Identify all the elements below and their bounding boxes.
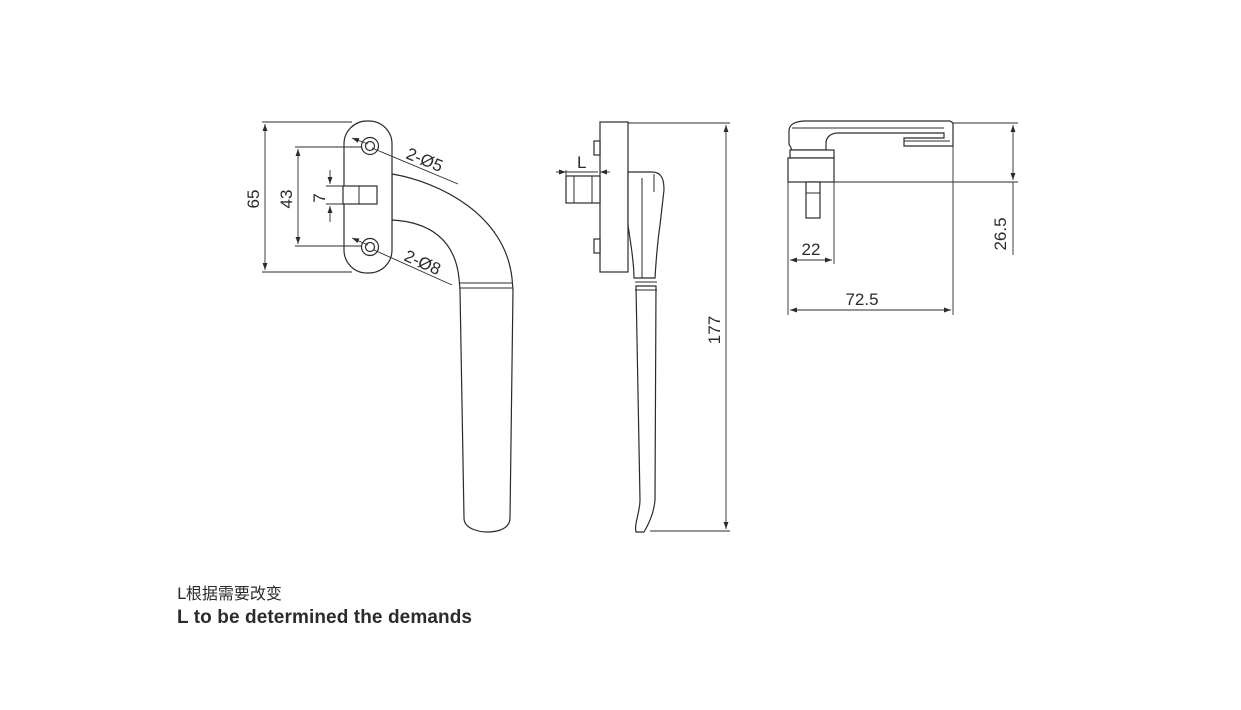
front-spindle	[342, 185, 378, 205]
dim-label-handle-length: 177	[705, 316, 724, 344]
side-spindle	[565, 175, 601, 204]
front-handle-lever	[391, 173, 514, 533]
note-chinese: L根据需要改变	[177, 584, 282, 603]
front-view: 65 43 7 2-Ø5 2-Ø8	[244, 120, 514, 533]
dim-label-large-holes: 2-Ø8	[401, 246, 443, 279]
top-base	[787, 157, 835, 183]
dim-label-overall-height: 65	[244, 190, 263, 209]
top-spindle	[805, 181, 821, 219]
dim-label-spindle-width: 7	[310, 193, 329, 202]
dim-label-top-offset: 22	[802, 240, 821, 259]
note-english: L to be determined the demands	[177, 607, 473, 628]
top-rose	[789, 149, 835, 159]
side-backplate	[599, 121, 629, 273]
top-lever-body	[788, 120, 954, 151]
side-lever-neck	[627, 171, 665, 279]
dim-label-spindle-length: L	[577, 153, 586, 172]
dim-label-top-width: 72.5	[845, 290, 878, 309]
front-hole-top-inner	[364, 140, 376, 152]
top-view: 26.5 22 72.5	[787, 120, 1018, 315]
front-hole-bottom-inner	[364, 241, 376, 253]
side-lug-bottom	[593, 238, 601, 254]
notes-block: L根据需要改变 L to be determined the demands	[177, 583, 472, 631]
dim-label-top-height: 26.5	[991, 217, 1010, 250]
dim-label-hole-spacing: 43	[277, 190, 296, 209]
side-lever-grip	[634, 285, 657, 533]
side-view: L 177	[556, 121, 730, 533]
dim-label-small-holes: 2-Ø5	[404, 144, 446, 176]
side-lug-top	[593, 140, 601, 156]
